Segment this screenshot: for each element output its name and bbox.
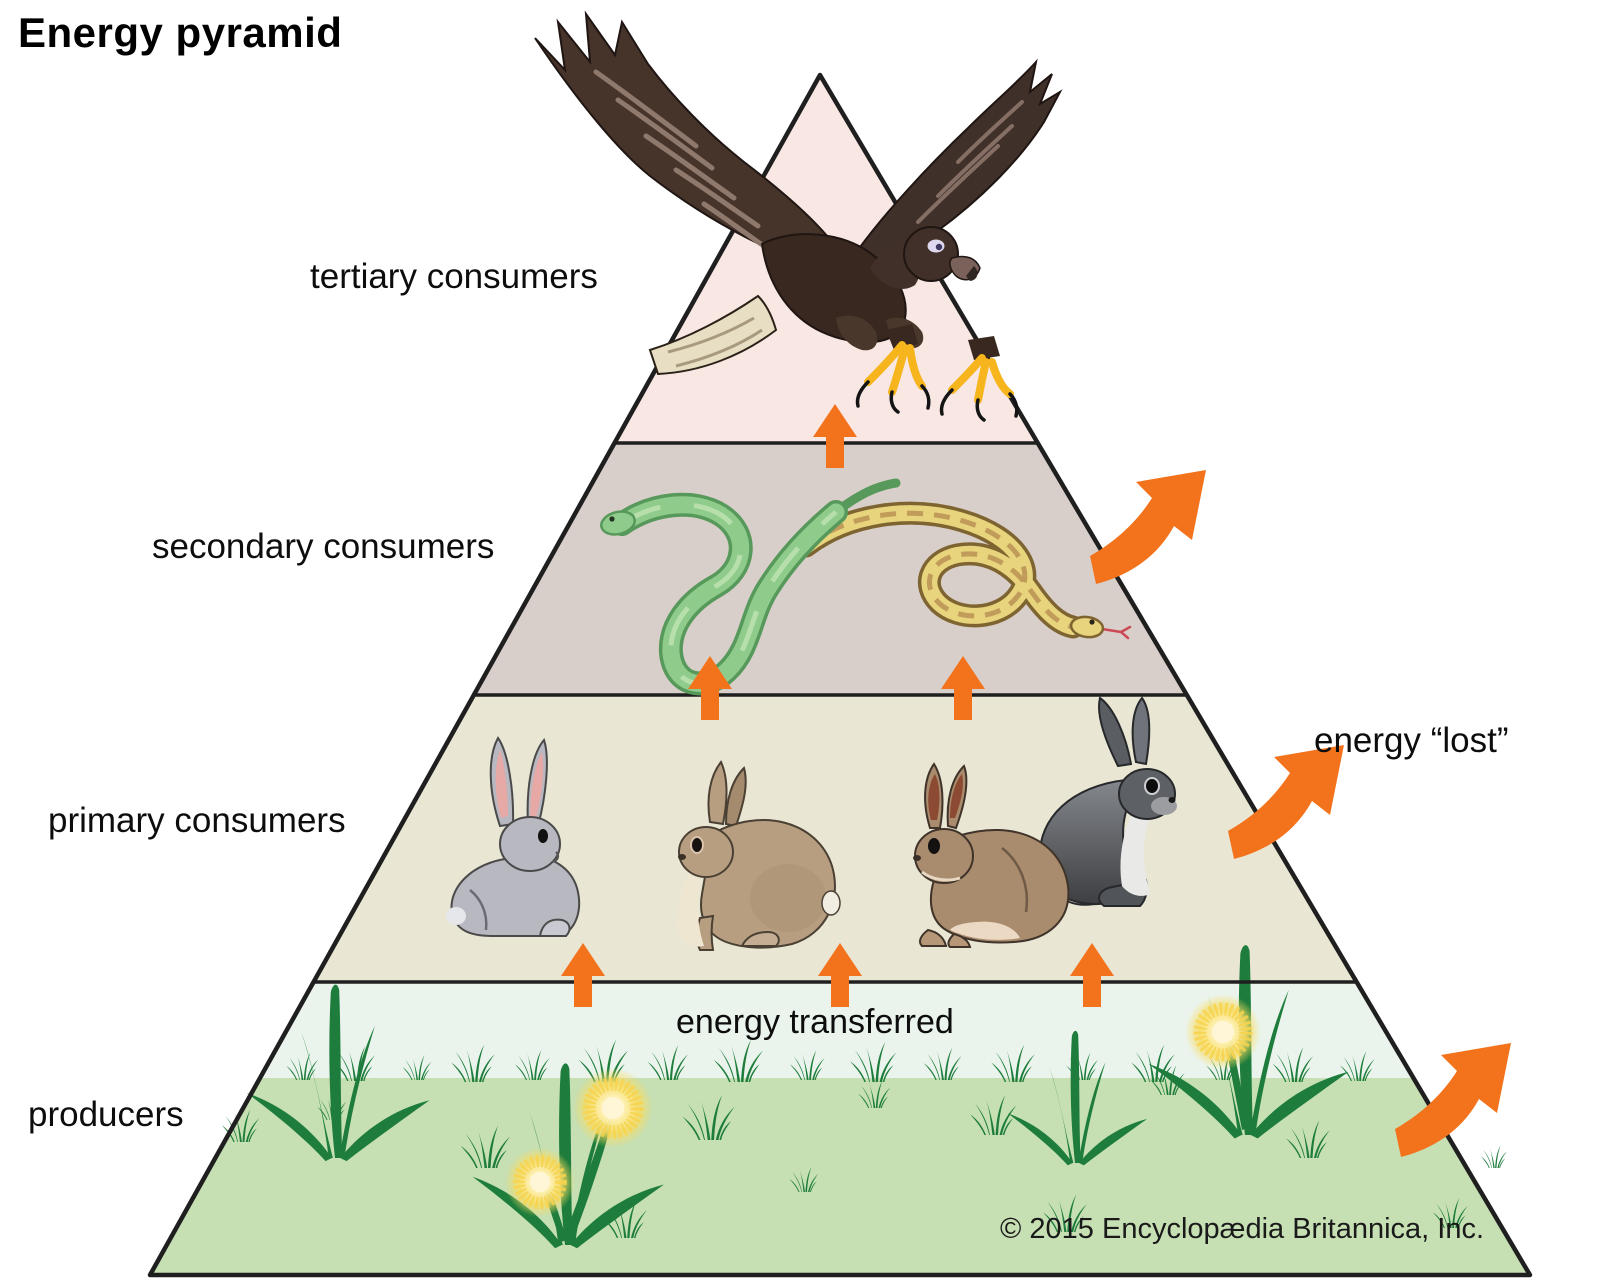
label-secondary-consumers: secondary consumers	[152, 527, 495, 566]
rabbit-hare-eye	[690, 836, 704, 854]
diagram-title: Energy pyramid	[18, 9, 343, 56]
eagle-icon	[534, 10, 1063, 422]
rabbit-hare-icon	[677, 760, 841, 951]
rabbit-gray-icon	[446, 736, 581, 937]
energy-transferred-label: energy transferred	[676, 1003, 954, 1041]
lost-arrow-secondary	[1090, 470, 1206, 584]
yellow-snake-icon	[794, 501, 1132, 640]
rabbit-brown-eye	[928, 838, 940, 854]
pyramid-outline	[147, 72, 1533, 1278]
copyright-notice: © 2015 Encyclopædia Britannica, Inc.	[1000, 1213, 1485, 1245]
label-producers: producers	[28, 1095, 184, 1134]
eagle-talons	[855, 324, 1019, 422]
band-producers-field	[150, 1078, 1530, 1275]
label-primary-consumers: primary consumers	[48, 801, 346, 840]
energy-lost-label: energy “lost”	[1314, 721, 1509, 760]
rabbit-brown-icon	[913, 762, 1070, 948]
rabbit-dark-eye	[1144, 777, 1160, 795]
yellow-snake-head	[1069, 615, 1105, 639]
rabbit-gray-eye	[538, 829, 548, 843]
green-snake-icon	[600, 478, 901, 696]
label-tertiary-consumers: tertiary consumers	[310, 257, 598, 296]
band-primary-consumers	[314, 695, 1357, 982]
band-producers-sky	[260, 982, 1413, 1078]
band-secondary-consumers	[474, 443, 1187, 695]
dandelion-flowers	[505, 994, 1261, 1217]
green-snake-head	[600, 510, 636, 536]
